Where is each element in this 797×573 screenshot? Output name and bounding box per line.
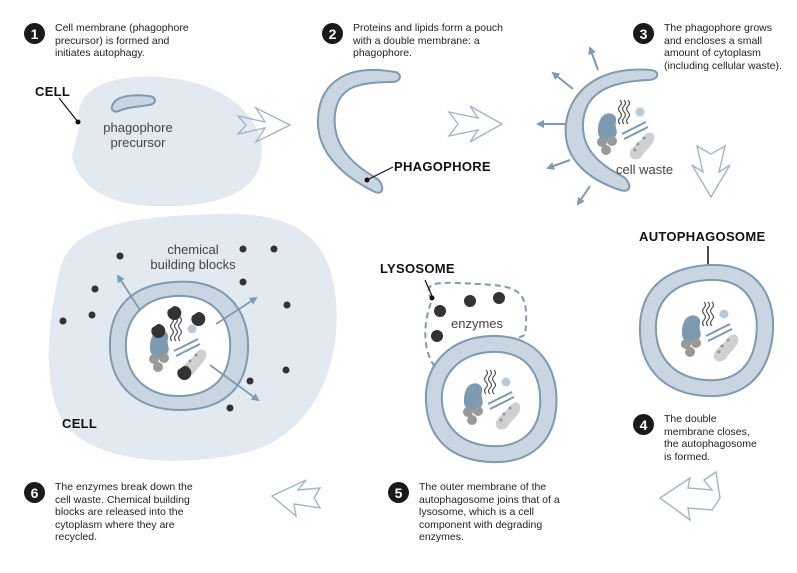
step-badge: 3 [633,23,654,44]
step-badge: 4 [633,414,654,435]
step-description: Proteins and lipids form a pouch with a … [353,22,503,59]
cell-pointer-line [58,97,79,123]
label-phagophore-precursor: phagophore precursor [103,120,173,150]
label-enzymes: enzymes [451,316,504,331]
enzyme-pacman [151,305,206,380]
step-6: 6 The enzymes break down the cell waste.… [24,481,210,544]
step-description: The outer membrane of the autophagosome … [419,481,560,543]
arrow-step-3-to-4 [691,144,731,199]
arrow-step-5-to-6 [270,479,322,518]
arrow-step-4-to-5 [658,470,721,522]
step-badge: 2 [322,23,343,44]
step-description: The enzymes break down the cell waste. C… [55,481,193,543]
step-2: 2 Proteins and lipids form a pouch with … [322,22,523,60]
label-cell-top: CELL [35,84,71,99]
growing-phagophore [536,46,659,206]
phagophore-precursor-shape [110,94,156,113]
step-1: 1 Cell membrane (phagophore precursor) i… [24,22,195,60]
step-4: 4 The double membrane closes, the autoph… [633,413,764,463]
arrow-step-2-to-3 [447,105,504,143]
step-description: The phagophore grows and encloses a smal… [664,22,782,72]
step-badge: 1 [24,23,45,44]
label-cell-bottom: CELL [62,416,98,431]
phagophore-shape [316,69,401,194]
step-description: The double membrane closes, the autophag… [664,413,757,463]
step-3: 3 The phagophore grows and encloses a sm… [633,22,784,72]
lysosome-membrane [424,281,528,374]
building-blocks [59,245,291,412]
arrow-step-1-to-2 [236,106,292,144]
label-phagophore: PHAGOPHORE [394,159,491,174]
label-lysosome: LYSOSOME [380,261,455,276]
step-description: Cell membrane (phagophore precursor) is … [55,22,189,59]
label-cell-waste: cell waste [616,162,674,177]
label-autophagosome: AUTOPHAGOSOME [639,229,766,244]
step-badge: 5 [388,482,409,503]
label-chemical-building-blocks: chemical building blocks [150,242,236,272]
step-5: 5 The outer membrane of the autophagosom… [388,481,569,544]
step-badge: 6 [24,482,45,503]
